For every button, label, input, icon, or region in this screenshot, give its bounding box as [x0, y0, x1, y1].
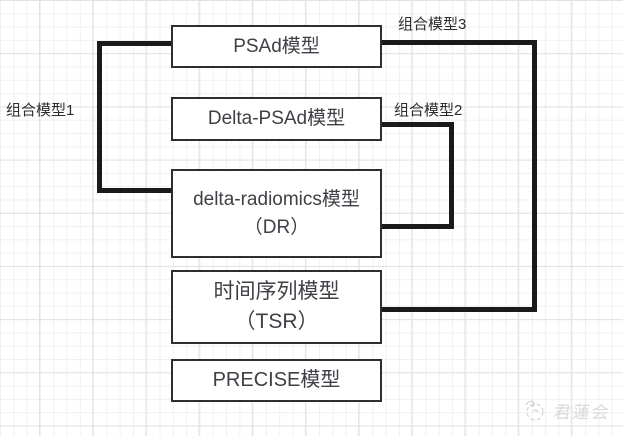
connector-combo1-vertical [97, 41, 102, 193]
connector-combo1-bottom [97, 188, 173, 193]
connector-combo3-bottom [380, 307, 537, 312]
node-psad-model: PSAd模型 [171, 25, 382, 68]
node-time-series-model: 时间序列模型 （TSR） [171, 270, 382, 344]
connector-label-combo3: 组合模型3 [398, 16, 467, 33]
node-delta-psad-model: Delta-PSAd模型 [171, 97, 382, 141]
lotus-sketch-icon [521, 397, 547, 423]
node-dr-label-line2: （DR） [243, 216, 310, 238]
connector-label-combo2: 组合模型2 [394, 102, 463, 119]
node-precise-model: PRECISE模型 [171, 359, 382, 402]
watermark-text: 君蓮会 [552, 402, 613, 422]
node-delta-psad-label: Delta-PSAd模型 [207, 108, 346, 130]
connector-combo2-top [380, 122, 454, 127]
watermark: 君蓮会 [521, 397, 613, 423]
node-precise-label: PRECISE模型 [212, 369, 341, 391]
node-tsr-label-line2: （TSR） [234, 310, 319, 333]
connector-combo3-vertical [532, 40, 537, 312]
connector-combo1-top [97, 41, 173, 46]
node-psad-label: PSAd模型 [233, 35, 320, 57]
connector-label-combo1: 组合模型1 [6, 102, 75, 119]
connector-combo3-top [380, 40, 537, 45]
connector-combo2-bottom [380, 224, 454, 229]
node-dr-label-line1: delta-radiomics模型 [193, 188, 360, 210]
node-tsr-label-line1: 时间序列模型 [213, 279, 340, 303]
node-delta-radiomics-model: delta-radiomics模型 （DR） [171, 169, 382, 258]
connector-combo2-vertical [449, 122, 454, 229]
